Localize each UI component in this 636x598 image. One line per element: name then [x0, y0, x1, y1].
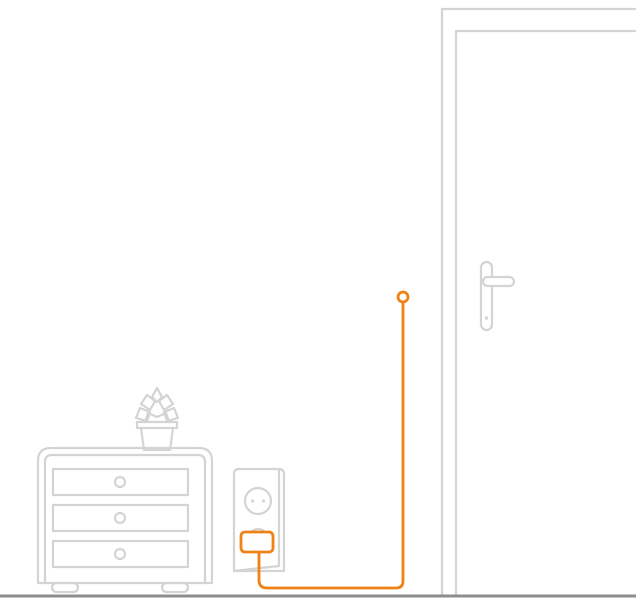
- plant-icon: [136, 388, 178, 450]
- plug-adapter: [241, 532, 273, 552]
- sensor-cable: [241, 292, 408, 588]
- drawer-1-knob-icon: [115, 477, 125, 487]
- drawer-2-knob-icon: [115, 513, 125, 523]
- sensor-end-icon: [398, 292, 408, 302]
- door: [442, 9, 636, 595]
- drawer-2: [53, 505, 188, 531]
- door-leaf: [456, 31, 636, 595]
- cable-line: [259, 302, 403, 588]
- dresser-foot-right: [162, 583, 188, 592]
- drawer-3: [53, 541, 188, 567]
- drawer-1: [53, 469, 188, 495]
- drawer-3-knob-icon: [115, 549, 125, 559]
- socket-outlet-icon: [245, 488, 271, 514]
- door-frame: [442, 9, 636, 595]
- door-handle-icon: [481, 262, 514, 330]
- dresser-foot-left: [52, 583, 78, 592]
- dresser: [38, 448, 212, 592]
